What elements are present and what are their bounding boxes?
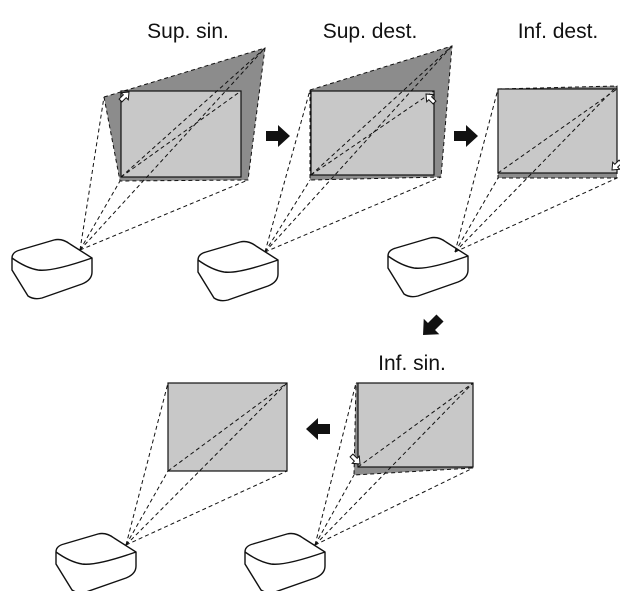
step-label-top-right: Sup. dest. [323, 20, 418, 43]
panel-corrected-result [55, 382, 288, 591]
black-block-arrow-icon [423, 314, 444, 335]
projector-icon [197, 240, 279, 302]
white-outline-arrow-icon [118, 91, 130, 103]
projector-icon [244, 532, 326, 591]
panel-top-right-adjust [197, 45, 453, 302]
white-outline-arrow-icon [425, 93, 437, 105]
step-label-bottom-right: Inf. dest. [518, 20, 599, 43]
white-outline-arrow-icon [349, 453, 361, 465]
panel-top-left-adjust [11, 47, 266, 300]
black-block-arrow-icon [266, 125, 290, 147]
projector-icon [11, 238, 93, 300]
white-outline-arrow-icon [611, 159, 620, 171]
step-label-bottom-left: Inf. sin. [378, 352, 446, 375]
panel-bottom-right-adjust [387, 85, 620, 298]
projector-icon [55, 532, 137, 591]
black-block-arrow-icon [454, 125, 478, 147]
step-label-top-left: Sup. sin. [147, 20, 229, 43]
panel-bottom-left-adjust [244, 382, 474, 591]
projector-icon [387, 236, 469, 298]
black-block-arrow-icon [306, 418, 330, 440]
